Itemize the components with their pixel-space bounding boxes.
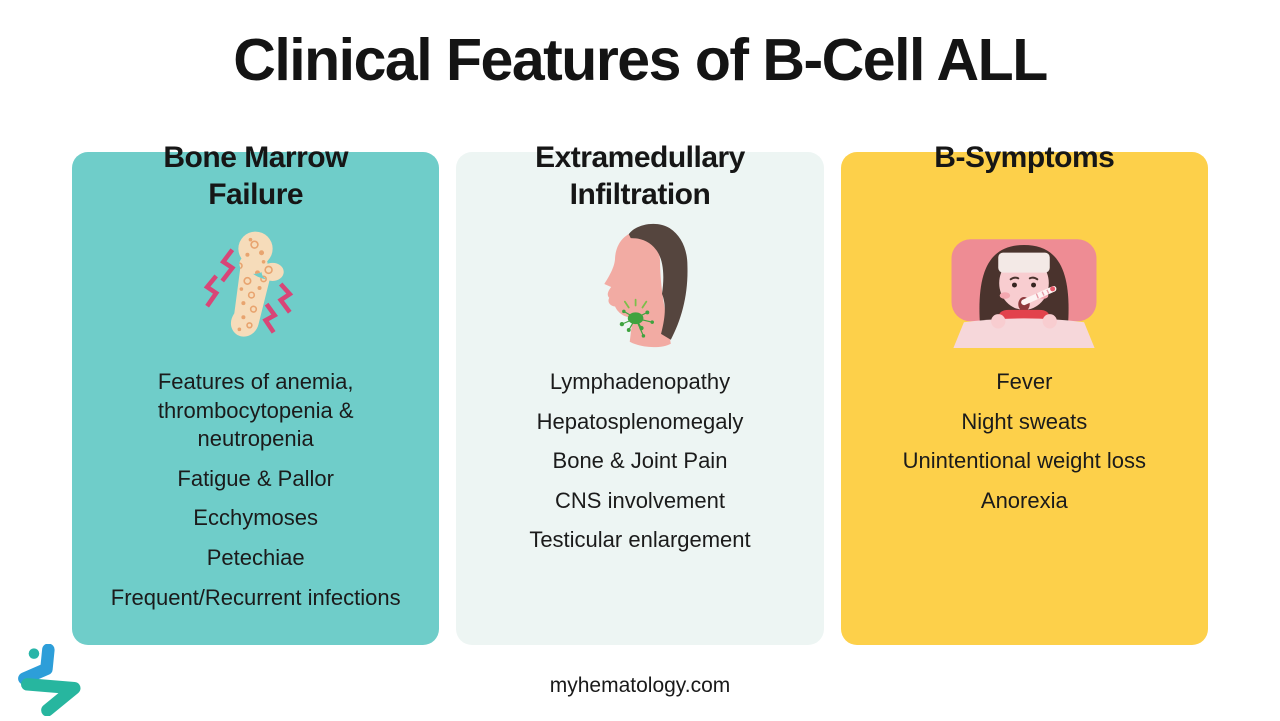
feature-item: CNS involvement [555,487,725,513]
card-bone-marrow-failure: Bone Marrow Failure [72,141,440,645]
lymph-node [619,298,654,338]
card-b-symptoms: B-Symptoms [840,141,1208,645]
card-heading: Bone Marrow Failure [163,141,348,211]
feature-item: Night sweats [961,408,1088,434]
bone-pain-icon [203,231,293,337]
card-icon [456,216,823,356]
hands [991,314,1058,329]
thermometer [1021,285,1057,306]
feature-item: Fatigue & Pallor [177,465,334,491]
card-icon [841,216,1208,356]
website-url: myhematology.com [549,674,731,697]
cervical-lymphadenopathy-icon [604,223,688,348]
feature-list: Fever Night sweats Unintentional weight … [847,368,1202,526]
feature-item: Hepatosplenomegaly [536,408,744,434]
feature-item: Fever [996,369,1053,394]
feature-item: Features of anemia, thrombocytopenia & n… [157,369,354,452]
feature-item: Bone & Joint Pain [552,448,728,474]
blanket [953,318,1095,348]
feature-item: Testicular enlargement [529,527,751,553]
head-skin [604,231,671,348]
feature-item: Lymphadenopathy [549,369,731,394]
myhematology-logo [18,643,96,717]
feature-item: Unintentional weight loss [902,448,1146,474]
card-heading: Extramedullary Infiltration [535,141,745,211]
feature-item: Ecchymoses [193,505,319,531]
feature-list: Lymphadenopathy Hepatosplenomegaly Bone … [462,368,817,566]
card-icon [72,216,439,356]
myhematology-logo-icon [18,643,81,717]
hair [628,223,688,340]
feature-item: Anorexia [980,487,1068,513]
sick-child-fever-icon [951,239,1097,348]
card-extramedullary-infiltration: Extramedullary Infiltration [456,141,824,645]
feature-item: Petechiae [206,544,305,570]
feature-item: Frequent/Recurrent infections [110,584,401,610]
cards-row: Bone Marrow Failure [72,141,1208,645]
pain-bolts [203,248,293,334]
feature-list: Features of anemia, thrombocytopenia & n… [78,368,433,623]
card-heading: B-Symptoms [934,141,1115,174]
page-title: Clinical Features of B-Cell ALL [233,27,1048,93]
forehead-compress [998,252,1051,273]
